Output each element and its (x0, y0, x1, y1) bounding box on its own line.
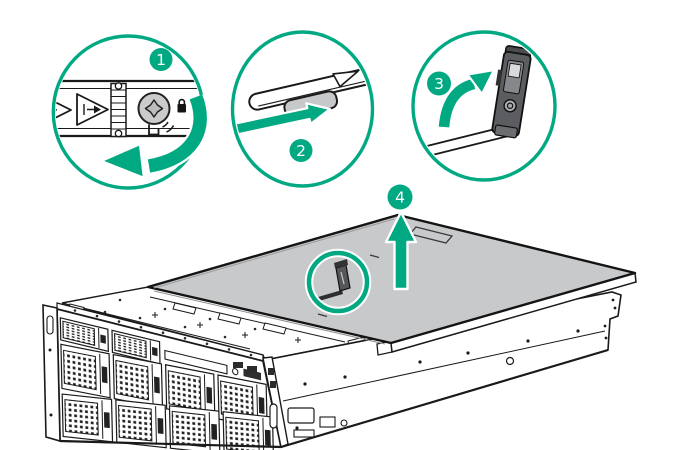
lock-icon (177, 98, 186, 113)
interior-plus-marks (152, 312, 301, 343)
step-4: 4 (384, 184, 418, 291)
callout-3-ring (411, 30, 557, 182)
embossed-arrow-icon (332, 70, 359, 88)
hinge-icon (110, 82, 127, 138)
warning-triangle-electric-icon (55, 96, 72, 124)
server-chassis (42, 287, 622, 450)
optical-drive-bay (165, 350, 227, 373)
top-cover (146, 213, 637, 356)
step-1-badge (149, 48, 173, 71)
interior-screw-dots (103, 298, 257, 339)
latch-top-view (55, 79, 201, 138)
latch-body (491, 45, 532, 139)
torx-screw-icon (137, 92, 171, 125)
rotate-counterclockwise-arrow-icon (99, 93, 210, 180)
callout-3: 3 (411, 30, 557, 182)
front-face (57, 309, 281, 450)
warning-triangle-caution-icon (76, 93, 109, 126)
side-screws (295, 298, 617, 430)
callout-2: 2 (230, 30, 375, 188)
latch-button-view (235, 62, 370, 136)
step-3-number: 3 (434, 75, 444, 93)
power-supply-bay (287, 407, 315, 424)
step-4-badge (387, 184, 413, 210)
left-rack-ear (42, 304, 61, 443)
step-2-number: 2 (296, 142, 306, 160)
cover-latch-open (318, 259, 351, 301)
callout-2-ring (230, 30, 375, 188)
step-1-number: 1 (156, 51, 166, 69)
callout-1: 1 (51, 34, 210, 190)
lift-latch-arrow-icon (436, 68, 496, 128)
cover-latch-ring (304, 248, 372, 316)
drive-bay-row-1 (60, 318, 261, 388)
step-3-badge (427, 71, 451, 96)
press-latch-arrow-icon (235, 102, 332, 136)
latch-lifted-view (417, 45, 532, 158)
chassis-bottom-edge (59, 348, 609, 449)
step-2-badge (289, 139, 313, 162)
step-4-number: 4 (395, 189, 405, 207)
remove-cover-up-arrow-icon (384, 210, 418, 291)
